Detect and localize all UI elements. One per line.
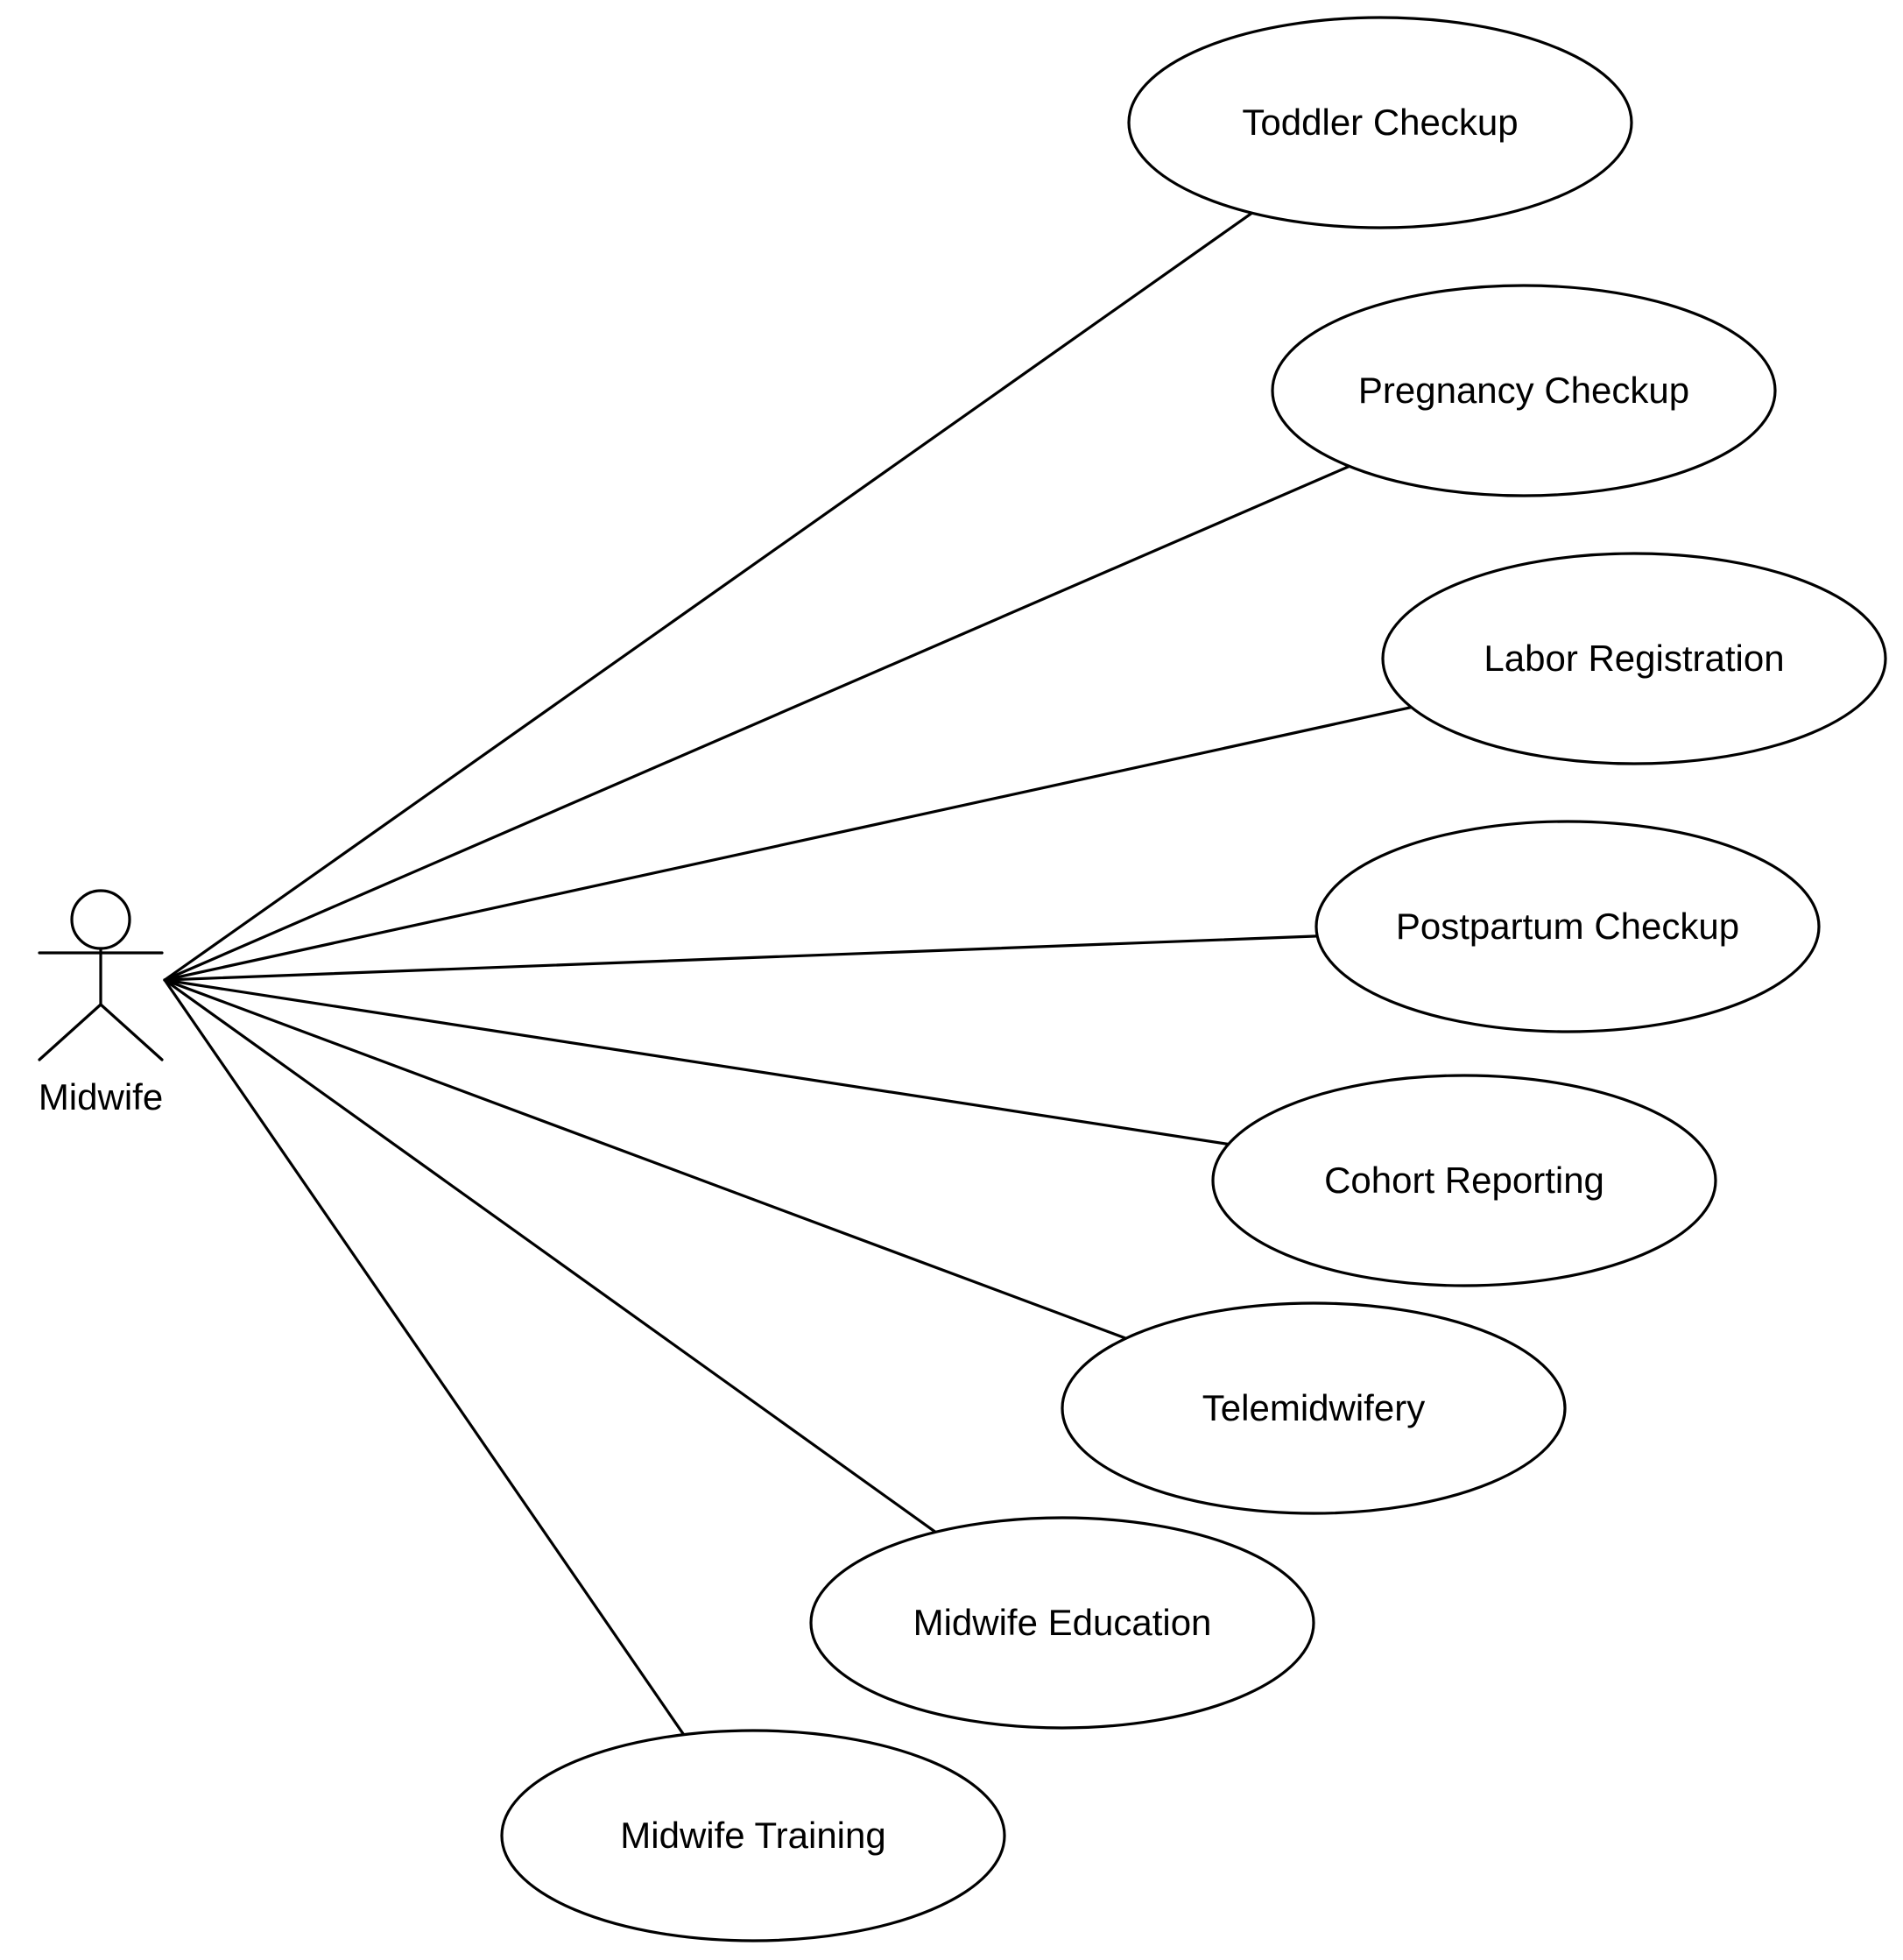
use-case-cohort-reporting[interactable]: Cohort Reporting xyxy=(1211,1074,1717,1287)
actor-left-leg xyxy=(38,1003,102,1061)
use-case-ellipse-cohort-reporting xyxy=(1211,1074,1717,1287)
actor-label: Midwife xyxy=(39,1076,163,1117)
association-line-labor-registration xyxy=(163,705,1413,982)
use-case-pregnancy-checkup[interactable]: Pregnancy Checkup xyxy=(1271,284,1777,497)
use-case-ellipse-midwife-training xyxy=(500,1729,1006,1942)
use-case-label-telemidwifery: Telemidwifery xyxy=(1202,1387,1425,1428)
use-case-label-midwife-education: Midwife Education xyxy=(913,1602,1212,1643)
use-case-ellipse-postpartum-checkup xyxy=(1314,820,1821,1033)
use-case-label-pregnancy-checkup: Pregnancy Checkup xyxy=(1358,370,1689,411)
association-line-telemidwifery xyxy=(163,978,1128,1340)
use-case-ellipse-pregnancy-checkup xyxy=(1271,284,1777,497)
actor-midwife[interactable]: Midwife xyxy=(38,889,164,1117)
use-case-telemidwifery[interactable]: Telemidwifery xyxy=(1061,1301,1567,1515)
association-line-cohort-reporting xyxy=(163,978,1230,1146)
use-case-midwife-training[interactable]: Midwife Training xyxy=(500,1729,1006,1942)
use-case-midwife-education[interactable]: Midwife Education xyxy=(809,1516,1315,1730)
use-case-label-labor-registration: Labor Registration xyxy=(1484,638,1784,679)
use-case-ellipse-telemidwifery xyxy=(1061,1301,1567,1515)
use-case-ellipse-toddler-checkup xyxy=(1127,16,1633,229)
use-case-label-toddler-checkup: Toddler Checkup xyxy=(1242,102,1518,143)
use-case-toddler-checkup[interactable]: Toddler Checkup xyxy=(1127,16,1633,229)
use-case-label-postpartum-checkup: Postpartum Checkup xyxy=(1396,906,1739,947)
use-case-ellipse-midwife-education xyxy=(809,1516,1315,1730)
use-case-label-midwife-training: Midwife Training xyxy=(620,1815,885,1856)
association-lines xyxy=(163,211,1413,1737)
actor-head xyxy=(70,889,131,950)
association-line-midwife-education xyxy=(163,978,937,1534)
actor-right-leg xyxy=(99,1003,164,1061)
use-case-ellipse-labor-registration xyxy=(1381,552,1887,765)
association-line-toddler-checkup xyxy=(163,211,1254,982)
use-case-label-cohort-reporting: Cohort Reporting xyxy=(1324,1160,1604,1201)
association-line-pregnancy-checkup xyxy=(163,464,1351,982)
association-line-midwife-training xyxy=(163,978,686,1737)
use-case-postpartum-checkup[interactable]: Postpartum Checkup xyxy=(1314,820,1821,1033)
association-line-postpartum-checkup xyxy=(163,934,1319,982)
use-case-labor-registration[interactable]: Labor Registration xyxy=(1381,552,1887,765)
